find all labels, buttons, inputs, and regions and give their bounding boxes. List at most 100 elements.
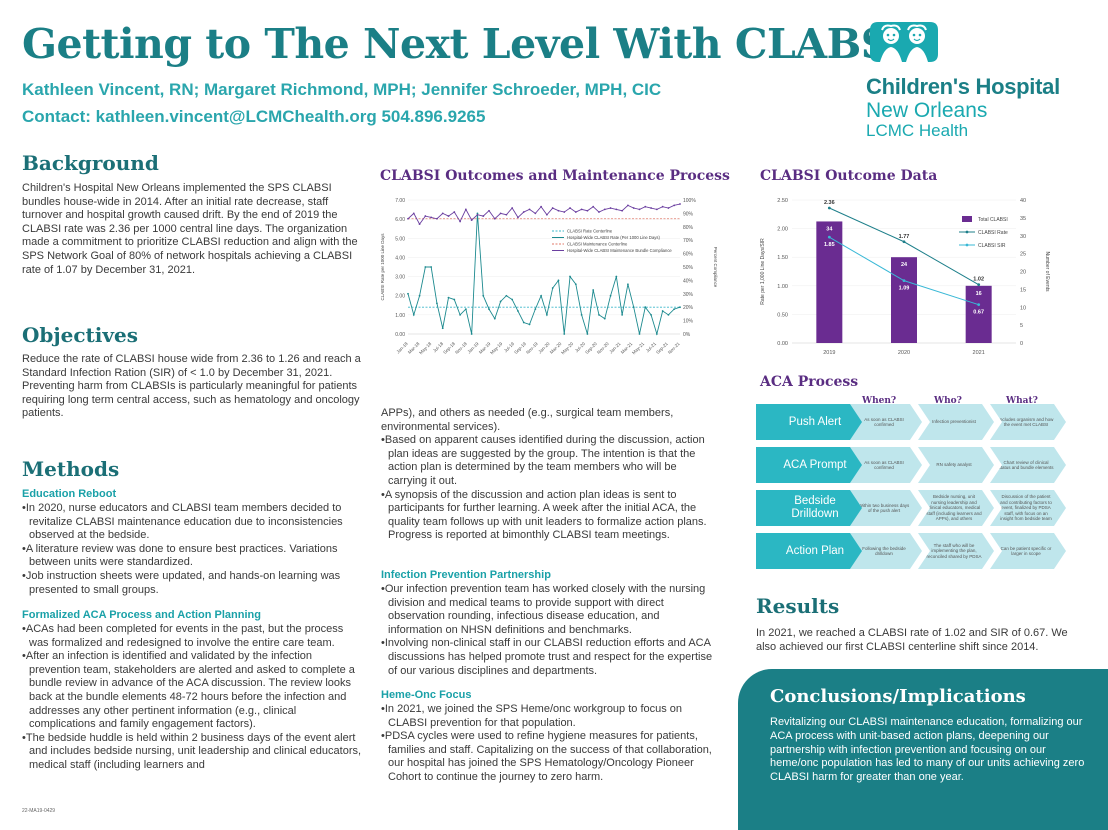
background-heading: Background [22, 151, 159, 175]
sir-point [977, 303, 981, 307]
list-item: •A synopsis of the discussion and action… [381, 488, 707, 542]
rate-point [499, 300, 502, 303]
rate-point [430, 266, 433, 268]
aca-step-text: Push Alert [788, 415, 842, 428]
y2-tick-label: 90% [683, 211, 694, 217]
compliance-point [592, 205, 595, 208]
compliance-point [667, 207, 670, 209]
y2-tick-label: 10 [1020, 305, 1026, 311]
compliance-point [522, 211, 525, 213]
y-tick-label: 2.00 [395, 294, 405, 300]
contact-line[interactable]: Contact: kathleen.vincent@LCMChealth.org… [22, 107, 486, 126]
compliance-point [563, 211, 566, 213]
aca-step-cell: Can be patient specific or larger in sco… [990, 533, 1066, 569]
education-subheading: Education Reboot [22, 488, 117, 500]
aca-step-cell: Infection preventionist [918, 404, 994, 440]
x-tick-label: 2021 [973, 350, 985, 356]
compliance-point [470, 219, 473, 221]
rate-point [627, 283, 629, 286]
compliance-point [534, 212, 537, 215]
compliance-point [447, 215, 450, 217]
rate-point [661, 310, 664, 312]
aca-cell-text: Can be patient specific or larger in sco… [1000, 545, 1052, 557]
rate-point [424, 266, 427, 268]
compliance-point [407, 217, 409, 220]
aca-cell-text: Within two business days of the push ale… [858, 502, 910, 514]
y-tick-label: 2.00 [777, 227, 788, 233]
rate-series-line [407, 213, 681, 336]
rate-point [650, 313, 652, 316]
aca-step-cell: Discussion of the patient and contributi… [990, 490, 1066, 526]
aca-step-cell: Bedside nursing, unit nursing leadership… [918, 490, 994, 526]
aca-cell-text: Bedside nursing, unit nursing leadership… [926, 494, 982, 522]
compliance-point [511, 207, 514, 209]
compliance-point [482, 215, 485, 217]
sir-data-label: 1.09 [899, 286, 910, 292]
compliance-point [569, 207, 571, 209]
authors-line: Kathleen Vincent, RN; Margaret Richmond,… [22, 80, 662, 99]
y2-tick-label: 70% [683, 238, 694, 244]
list-item: •ACAs had been completed for events in t… [22, 623, 344, 649]
y2-tick-label: 60% [683, 252, 694, 258]
compliance-point [505, 213, 508, 216]
y-tick-label: 2.50 [777, 198, 788, 204]
aca-cell-text: As soon as CLABSI confirmed [864, 416, 904, 428]
rate-point [673, 308, 676, 311]
legend-label: Hospital-Wide CLABSI Maintenance Bundle … [567, 248, 672, 253]
bar [891, 257, 917, 343]
rate-point [418, 294, 421, 297]
compliance-point [424, 215, 427, 217]
rate-point [621, 313, 624, 316]
y2-tick-label: 35 [1020, 216, 1026, 222]
y2-tick-label: 25 [1020, 252, 1026, 258]
compliance-point [603, 208, 606, 211]
legend-marker [965, 243, 969, 247]
y-tick-label: 0.00 [777, 341, 788, 347]
logo-health-system: LCMC Health [866, 121, 969, 140]
compliance-point [464, 208, 467, 211]
rate-point [609, 294, 612, 297]
y-tick-label: 1.00 [395, 313, 405, 319]
sir-point [902, 279, 906, 283]
rate-point [534, 308, 537, 311]
y2-tick-label: 5 [1020, 323, 1023, 329]
compliance-point [627, 204, 629, 207]
rate-point [655, 333, 658, 335]
aca-step-cell: As soon as CLABSI confirmed [850, 404, 922, 440]
x-tick-label: Nov-21 [667, 341, 681, 355]
compliance-point [517, 216, 519, 219]
compliance-point [650, 207, 652, 209]
legend-swatch [962, 216, 972, 222]
x-tick-label: Nov-20 [596, 341, 610, 355]
aca-step-cell: Following the bedside drilldown [850, 533, 922, 569]
conclusions-text: Revitalizing our CLABSI maintenance educ… [770, 716, 1085, 784]
rate-point [827, 206, 831, 210]
rate-point [574, 283, 577, 286]
methods-heading: Methods [22, 457, 120, 481]
aca-step-cell: As soon as CLABSI confirmed [850, 447, 922, 483]
compliance-point [453, 211, 456, 213]
x-tick-label: May-21 [631, 341, 645, 355]
rate-point [580, 313, 583, 316]
bar [965, 285, 992, 343]
compliance-point [412, 212, 415, 215]
ip-list: •Our infection prevention team has worke… [381, 583, 714, 678]
poster-title: Getting to The Next Level With CLABSI [22, 20, 909, 68]
compliance-point [574, 211, 577, 213]
aca-step-text: ACA Prompt [783, 458, 847, 471]
rate-point [412, 313, 415, 316]
x-tick-label: Nov-18 [454, 341, 468, 355]
outcomes-chart-heading: CLABSI Outcomes and Maintenance Process [380, 168, 730, 184]
y-tick-label: 1.50 [777, 255, 788, 261]
aca-step-text: Action Plan [785, 544, 845, 557]
aca-column-header: What? [1006, 396, 1038, 406]
compliance-point [528, 208, 531, 211]
rate-point [557, 279, 560, 282]
aca-cell-text: Following the bedside drilldown [862, 545, 906, 557]
compliance-point [436, 217, 438, 220]
aca-step-cell: Chart review of clinical status and bund… [990, 447, 1066, 483]
y-tick-label: 1.00 [777, 284, 788, 290]
compliance-point [557, 209, 560, 212]
rate-point [586, 333, 589, 335]
list-item: •Based on apparent causes identified dur… [381, 434, 705, 487]
